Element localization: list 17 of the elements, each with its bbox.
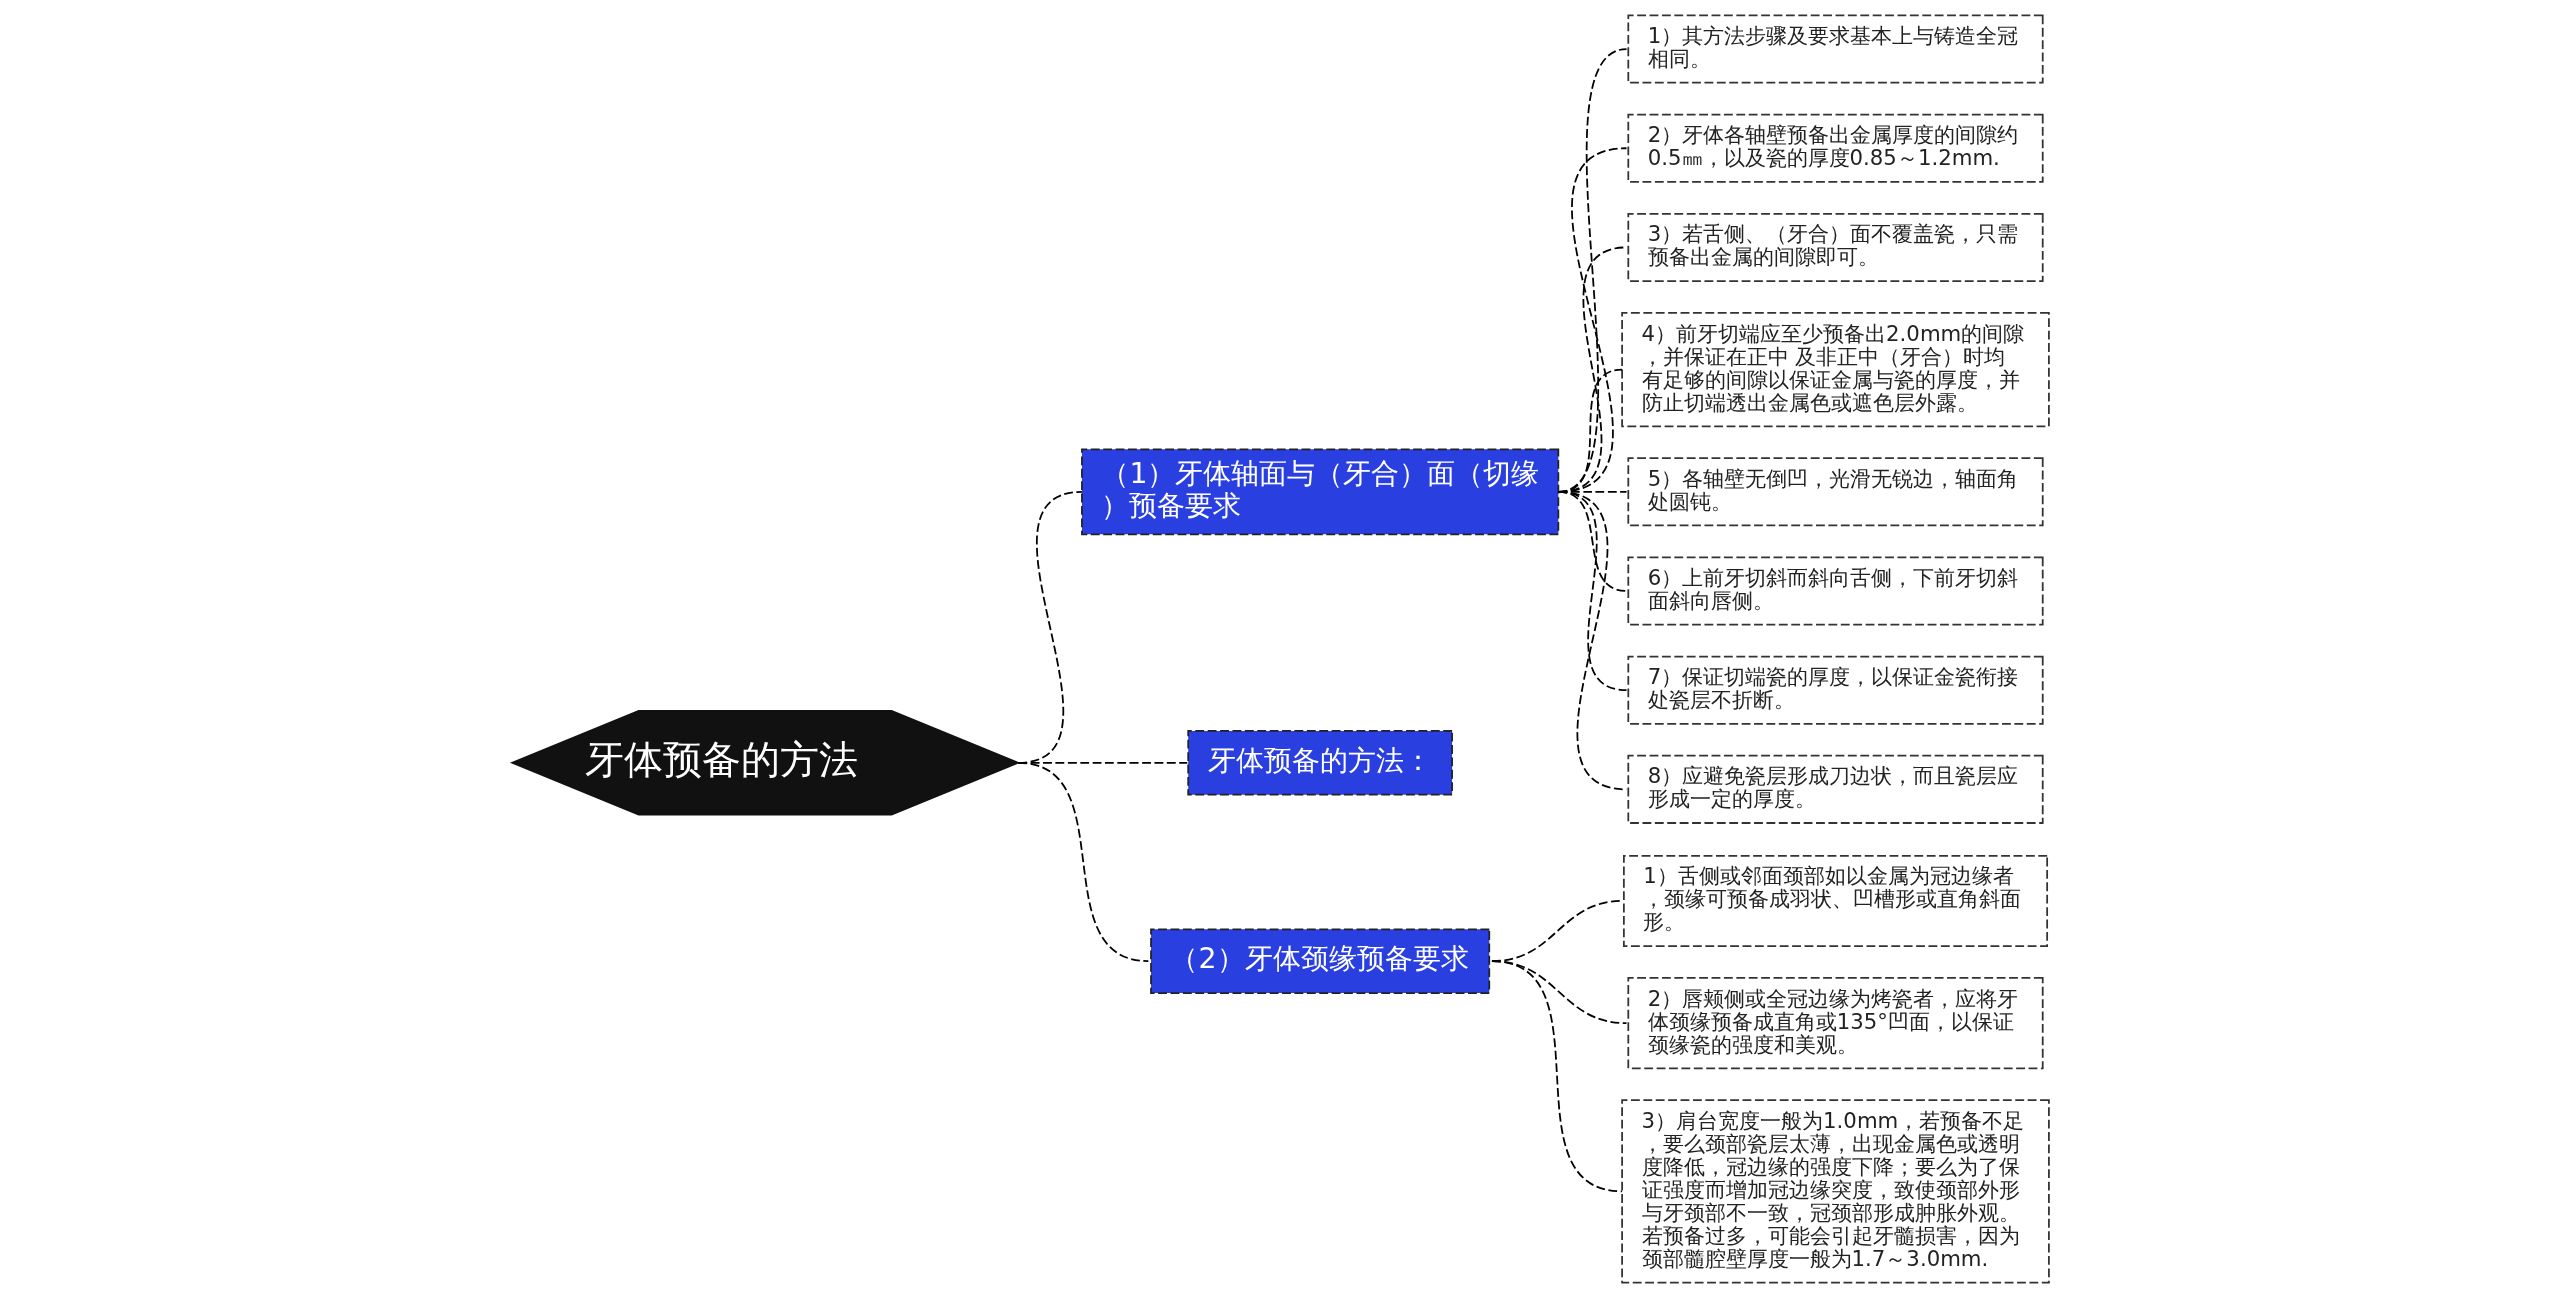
node-box: 6）上前牙切斜而斜向舌侧，下前牙切斜面斜向唇侧。 [1626, 556, 2044, 626]
node-box: 2）牙体各轴壁预备出金属厚度的间隙约0.5㎜，以及瓷的厚度0.85～1.2mm. [1626, 113, 2044, 183]
connector [1556, 490, 1627, 791]
node-box: 牙体预备的方法： [1186, 730, 1453, 796]
node-box: 5）各轴壁无倒凹，光滑无锐边，轴面角处圆钝。 [1626, 457, 2044, 527]
node-box: 1）舌侧或邻面颈部如以金属为冠边缘者，颈缘可预备成羽状、凹槽形或直角斜面形。 [1622, 854, 2048, 947]
node-box: 4）前牙切端应至少预备出2.0mm的间隙，并保证在正中 及非正中（牙合）时均有足够的间隙以保证金属与瓷的厚度，并防止切端透出金属色或遮色层外露。 [1620, 312, 2050, 428]
node-box: 3）若舌侧、（牙合）面不覆盖瓷，只需预备出金属的间隙即可。 [1626, 212, 2044, 282]
node-box: （1）牙体轴面与（牙合）面（切缘）预备要求 [1080, 448, 1559, 536]
node-box: 2）唇颊侧或全冠边缘为烤瓷者，应将牙体颈缘预备成直角或135°凹面，以保证颈缘瓷的强度和美观。 [1626, 977, 2044, 1070]
node-box: 7）保证切端瓷的厚度，以保证金瓷衔接处瓷层不折断。 [1626, 655, 2044, 725]
node-box: 8）应避免瓷层形成刀边状，而且瓷层应形成一定的厚度。 [1626, 754, 2044, 824]
connector [1016, 761, 1149, 963]
connector [1490, 960, 1623, 1193]
node-box: 3）肩台宽度一般为1.0mm，若预备不足，要么颈部瓷层太薄，出现金属色或透明度降低，冠边缘的强度下降；要么为了保证强度而增加冠边缘突度，致使颈部外形与牙颈部不一致，冠颈部形成肿胀外观。若预备过多，可能会引起牙髓损害，因为颈部髓腔壁厚度一般为1.7～3.0mm. [1620, 1099, 2050, 1284]
node-box: （2）牙体颈缘预备要求 [1149, 928, 1490, 994]
node-box: 1）其方法步骤及要求基本上与铸造全冠相同。 [1626, 14, 2044, 84]
